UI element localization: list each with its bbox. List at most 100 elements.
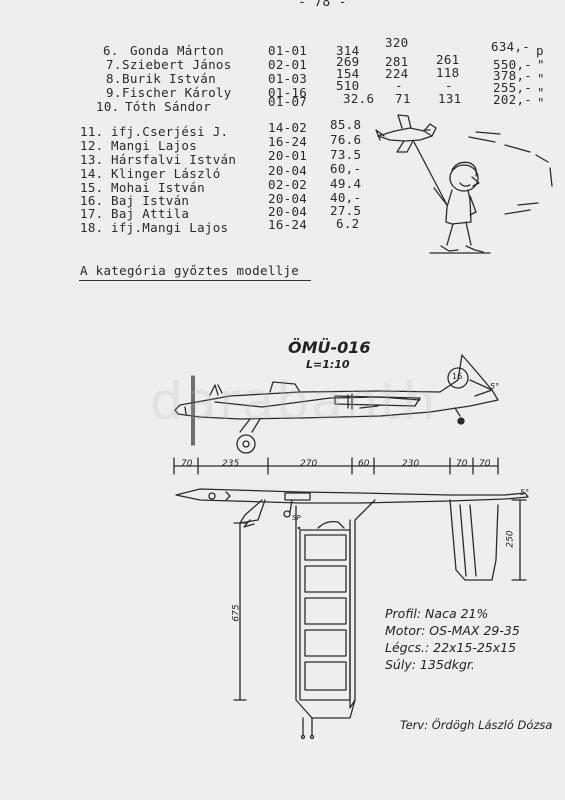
code: 01-07	[268, 94, 308, 109]
score-3: 118	[436, 65, 460, 80]
code: 20-01	[268, 148, 308, 163]
rank: 6.	[103, 43, 119, 58]
dim-label: 235	[222, 459, 240, 469]
code: 20-04	[268, 204, 308, 219]
total: 550,-	[493, 57, 533, 72]
page-number: - 78 -	[298, 0, 347, 10]
code: 01-16	[268, 85, 308, 100]
spec-motor: Motor: OS-MAX 29-35	[385, 623, 520, 638]
rank: 17.	[80, 206, 104, 221]
designer-credit: Terv: Ördögh László Dózsa	[400, 718, 553, 732]
table-row: 17. Baj Attila 20-04 27.5	[0, 203, 565, 221]
mark: "	[537, 57, 545, 72]
dim-label: 70	[181, 459, 193, 469]
rank: 14.	[80, 166, 104, 181]
score-2: 71	[395, 91, 411, 106]
code: 16-24	[268, 134, 308, 149]
rank: 8.	[106, 71, 122, 86]
rank: 10.	[96, 99, 120, 114]
total: 634,-	[491, 39, 531, 54]
model-scale: L=1:10	[306, 358, 350, 371]
dimension-line-top	[173, 457, 499, 475]
score-1: 32.6	[343, 91, 375, 106]
rank: 18.	[80, 220, 104, 235]
code: 01-01	[268, 43, 308, 58]
score-1: 269	[336, 54, 360, 69]
table-row: 10. Tóth Sándor 01-07 32.6 71 131 202,- …	[0, 91, 565, 114]
table-row: 6. Gonda Márton 01-01 314 320 634,- p	[0, 35, 565, 58]
score-2: 320	[385, 35, 409, 50]
fin-dimension: 250	[505, 530, 516, 548]
competitor-name: Gonda Márton	[130, 43, 224, 58]
rank: 11.	[80, 124, 104, 139]
code: 14-02	[268, 120, 308, 135]
competitor-name: Fischer Károly	[122, 85, 232, 100]
table-row: 14. Klinger László 20-04 60,-	[0, 161, 565, 181]
competitor-name: Baj Attila	[111, 206, 190, 221]
angle-label-top: 5°	[520, 488, 530, 497]
table-row: 9. Fischer Károly 01-16 510 - - 255,- "	[0, 78, 565, 100]
competitor-name: Burik István	[122, 71, 216, 86]
table-row: 15. Mohai István 02-02 49.4	[0, 176, 565, 195]
model-number-badge: 16	[452, 372, 463, 381]
competitor-name: Klinger László	[111, 166, 221, 181]
mark: p	[536, 43, 544, 58]
model-top-view	[175, 488, 529, 740]
competitor-name: Baj István	[111, 193, 190, 208]
score-2: -	[395, 78, 403, 93]
rank: 9.	[106, 85, 122, 100]
mark: "	[537, 71, 545, 86]
sp-label: SP	[292, 514, 301, 522]
score: 6.2	[336, 216, 360, 231]
score-2: 281	[385, 54, 409, 69]
score-2: 224	[385, 66, 409, 81]
table-row: 12. Mangi Lajos 16-24 76.6	[0, 132, 565, 153]
table-row: 16. Baj István 20-04 40,-	[0, 190, 565, 208]
competitor-name: ifj.Cserjési J.	[111, 124, 229, 139]
rank: 12.	[80, 138, 104, 153]
score: 27.5	[330, 203, 362, 218]
code: 20-04	[268, 191, 308, 206]
code: 02-01	[268, 57, 308, 72]
score-1: 314	[336, 43, 360, 58]
mark: "	[537, 85, 545, 100]
dim-label: 70	[479, 459, 491, 469]
watermark: darabanth	[150, 372, 438, 432]
score-3: 261	[436, 52, 460, 67]
competitor-name: Mangi Lajos	[111, 138, 198, 153]
score-1: 154	[336, 66, 360, 81]
score-1: 510	[336, 78, 360, 93]
score: 60,-	[330, 161, 362, 176]
score: 73.5	[330, 147, 362, 162]
dim-label: 230	[402, 459, 420, 469]
competitor-name: Mohai István	[111, 180, 205, 195]
boy-cartoon-illustration	[375, 114, 553, 254]
spec-profile: Profil: Naca 21%	[385, 606, 489, 621]
code: 02-02	[268, 177, 308, 192]
angle-label: 5°	[490, 382, 500, 391]
table-row: 13. Hársfalvi István 20-01 73.5	[0, 147, 565, 167]
total: 202,-	[493, 92, 533, 107]
table-row: 8. Burik István 01-03 154 224 118 378,- …	[0, 65, 565, 86]
dim-label: 270	[300, 459, 318, 469]
rank: 16.	[80, 193, 104, 208]
section-caption: A kategória győztes modellje	[80, 263, 300, 278]
mark: "	[537, 95, 545, 110]
table-row: 18. ifj.Mangi Lajos 16-24 6.2	[0, 216, 565, 235]
table-row: 11. ifj.Cserjési J. 14-02 85.8	[0, 117, 565, 139]
total: 378,-	[493, 68, 533, 83]
rank: 15.	[80, 180, 104, 195]
spec-weight: Súly: 135dkgr.	[385, 657, 475, 672]
rank: 7.	[106, 57, 122, 72]
score: 85.8	[330, 117, 362, 132]
competitor-name: Tóth Sándor	[125, 99, 212, 114]
competitor-name: Sziebert János	[122, 57, 232, 72]
model-side-view	[174, 354, 499, 454]
code: 20-04	[268, 163, 308, 178]
score: 40,-	[330, 190, 362, 205]
span-dimension: 675	[231, 604, 242, 622]
model-title: ÖMÜ-016	[288, 338, 371, 357]
code: 01-03	[268, 71, 308, 86]
competitor-name: ifj.Mangi Lajos	[111, 220, 229, 235]
